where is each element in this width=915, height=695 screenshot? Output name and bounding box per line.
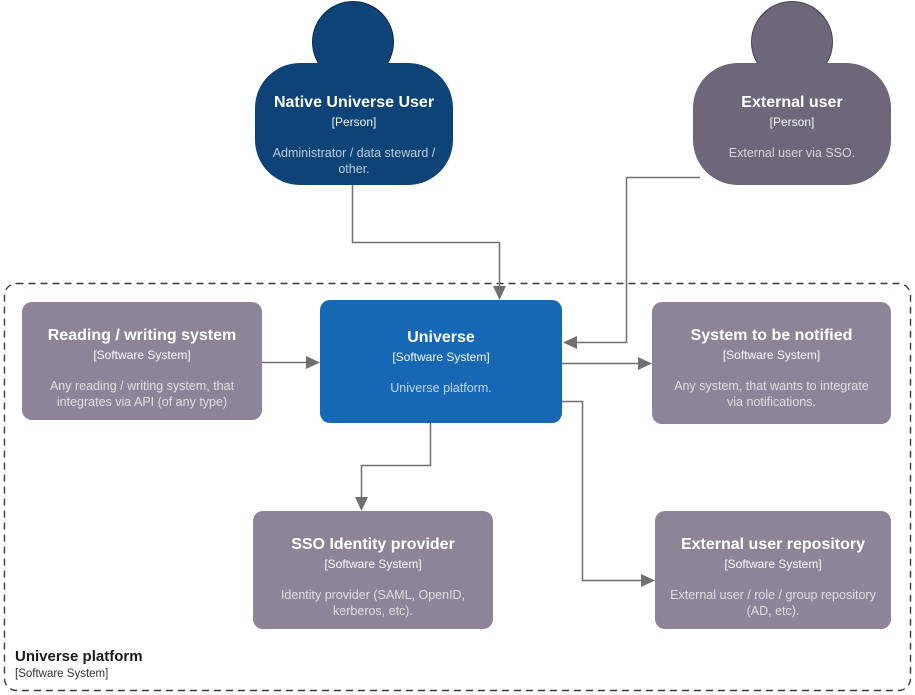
connector-universe-to-sso <box>360 423 432 498</box>
arrowhead-down-sso <box>355 497 368 511</box>
node-type: [Software System] <box>724 557 822 572</box>
arrowhead-down-universe <box>493 286 506 300</box>
node-description: Any system, that wants to integrate via … <box>674 379 869 409</box>
boundary-title: Universe platform <box>15 648 143 665</box>
node-type: [Software System] <box>93 348 191 363</box>
person-body: Native Universe User [Person] Administra… <box>255 63 453 185</box>
arrowhead-right-repository <box>641 574 655 587</box>
node-universe: Universe [Software System] Universe plat… <box>320 300 562 423</box>
arrowhead-left-universe <box>563 336 577 349</box>
node-description: Identity provider (SAML, OpenID, kerbero… <box>280 588 466 618</box>
node-description: Any reading / writing system, that integ… <box>49 379 235 409</box>
node-type: [Person] <box>769 115 815 130</box>
node-description: External user / role / group repository … <box>670 588 876 618</box>
node-reading-writing-system: Reading / writing system [Software Syste… <box>22 302 262 420</box>
node-type: [Person] <box>331 115 377 130</box>
arrowhead-right-notified <box>638 357 652 370</box>
node-title: System to be notified <box>690 327 853 344</box>
boundary-label: Universe platform [Software System] <box>15 648 143 680</box>
node-title: Universe <box>407 329 475 346</box>
node-title: External user repository <box>680 536 866 553</box>
node-title: Reading / writing system <box>47 327 237 344</box>
node-title: Native Universe User <box>273 94 435 111</box>
node-external-user-repository: External user repository [Software Syste… <box>655 511 891 629</box>
node-sso-identity-provider: SSO Identity provider [Software System] … <box>253 511 493 629</box>
connector-universe-to-repository <box>562 400 642 582</box>
connector-native-user-to-universe <box>351 185 501 287</box>
node-title: SSO Identity provider <box>291 536 455 553</box>
boundary-type: [Software System] <box>15 668 109 680</box>
node-description: Universe platform. <box>390 381 492 396</box>
node-description: External user via SSO. <box>728 146 856 161</box>
person-body: External user [Person] External user via… <box>693 63 891 185</box>
node-type: [Software System] <box>392 350 490 365</box>
node-description: Administrator / data steward / other. <box>272 146 436 176</box>
arrowhead-right-universe <box>306 356 320 369</box>
node-type: [Software System] <box>722 348 821 363</box>
node-system-to-be-notified: System to be notified [Software System] … <box>652 302 891 424</box>
node-type: [Software System] <box>324 557 422 572</box>
node-title: External user <box>741 94 843 111</box>
